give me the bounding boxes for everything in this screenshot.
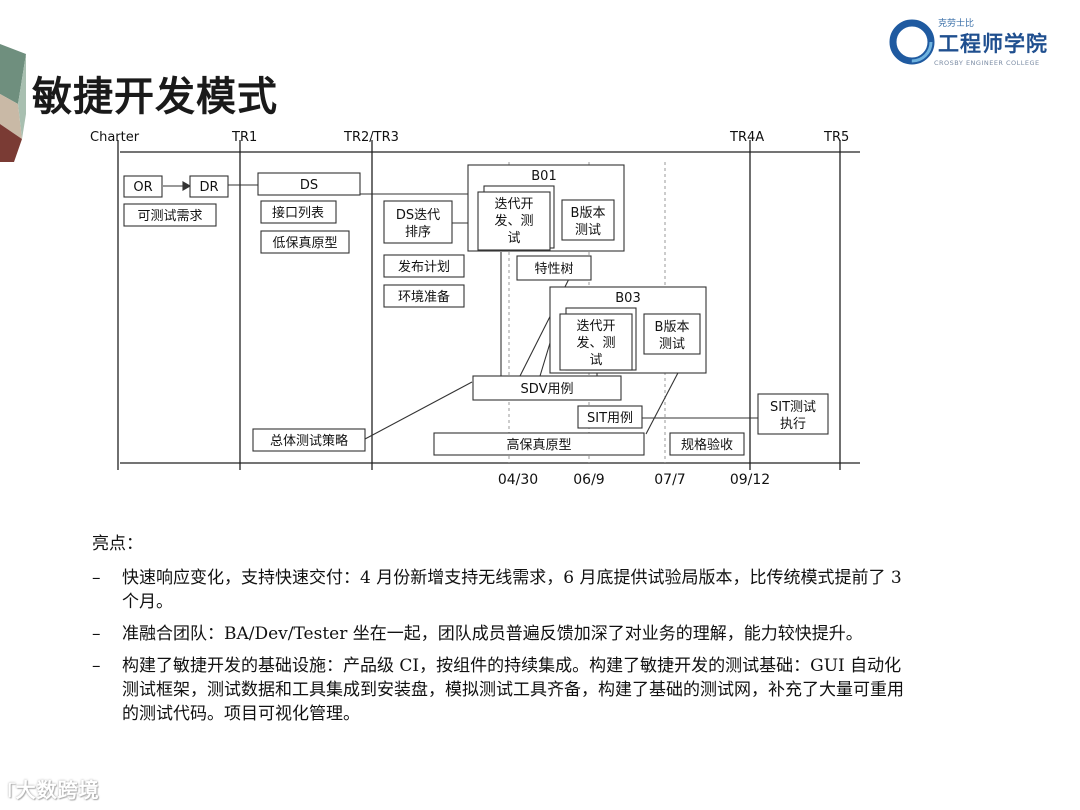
box-sit-cases-label: SIT用例 — [587, 411, 633, 426]
box-or-label: OR — [133, 180, 152, 195]
box-overall-strategy — [252, 428, 366, 452]
connector-spec-accept — [645, 368, 681, 435]
box-low-fi-proto — [260, 230, 350, 254]
box-ds — [257, 172, 361, 196]
box-b03-label: B03 — [615, 291, 640, 306]
box-overall-strategy-label: 总体测试策略 — [270, 433, 348, 449]
logo-name: 工程师学院 — [938, 32, 1048, 56]
box-high-fi-proto-label: 高保真原型 — [506, 437, 571, 453]
list-item: –快速响应变化，支持快速交付：4 月份新增支持无线需求，6 月底提供试验局版本，… — [92, 568, 902, 612]
watermark-text: 大数跨境 — [15, 778, 100, 802]
box-sit-exec-label-2: 执行 — [780, 417, 806, 432]
box-env-prep — [383, 284, 465, 308]
box-b01-iter-label-3: 试 — [507, 231, 520, 246]
box-b03-iter — [559, 313, 633, 371]
logo-icon: ᥬ — [8, 782, 13, 801]
date-label-077: 07/7 — [654, 472, 685, 488]
box-ds-iter-label-1: DS迭代 — [396, 208, 440, 223]
highlights-heading: 亮点： — [92, 534, 143, 554]
box-b01-test — [561, 199, 615, 241]
box-spec-accept-label: 规格验收 — [681, 437, 733, 453]
box-release-plan — [383, 254, 465, 278]
box-b03-test — [643, 313, 701, 355]
box-b01-label: B01 — [531, 169, 556, 184]
box-spec-accept — [669, 432, 745, 456]
agile-timeline-diagram: Charter TR1 TR2/TR3 TR4A TR5 — [90, 130, 860, 488]
box-b01-iter — [477, 191, 551, 251]
date-label-069: 06/9 — [573, 472, 604, 488]
box-b03-iter-label-1: 迭代开 — [576, 319, 615, 334]
connector-strategy-sdv — [364, 381, 473, 440]
box-ds-iter-label-2: 排序 — [405, 225, 431, 240]
box-b03-iter-label-3: 试 — [589, 353, 602, 368]
milestone-label-tr5: TR5 — [823, 130, 849, 145]
highlights-list: –快速响应变化，支持快速交付：4 月份新增支持无线需求，6 月底提供试验局版本，… — [92, 566, 912, 726]
page-title: 敏捷开发模式 — [32, 74, 278, 120]
box-testable-req — [123, 203, 217, 227]
box-b03-iter-label-2: 发、测 — [576, 335, 615, 351]
highlights-section: 亮点： –快速响应变化，支持快速交付：4 月份新增支持无线需求，6 月底提供试验… — [92, 532, 912, 734]
box-or — [123, 175, 163, 198]
box-sit-cases — [577, 405, 643, 429]
box-b01-test-label-2: 测试 — [575, 223, 601, 238]
box-sit-exec-label-1: SIT测试 — [770, 400, 816, 415]
box-dr-label: DR — [199, 180, 218, 195]
milestone-label-tr2-tr3: TR2/TR3 — [343, 130, 399, 145]
logo-tagline: 克劳士比 — [938, 19, 975, 29]
date-label-0912: 09/12 — [730, 472, 770, 488]
milestone-label-tr1: TR1 — [231, 130, 257, 145]
box-sdv-cases — [472, 375, 622, 401]
milestone-label-tr4a: TR4A — [729, 130, 764, 145]
brand-logo: 克劳士比 工程师学院 CROSBY ENGINEER COLLEGE — [888, 12, 1048, 72]
box-interface-list-label: 接口列表 — [272, 205, 324, 221]
connector-b01-test-sdv — [519, 262, 578, 377]
milestone-label-charter: Charter — [90, 130, 140, 145]
box-b01-test-label-1: B版本 — [571, 206, 606, 221]
box-dr — [189, 175, 229, 198]
logo-subtitle: CROSBY ENGINEER COLLEGE — [934, 59, 1040, 67]
box-testable-req-label: 可测试需求 — [137, 209, 202, 224]
box-high-fi-proto — [433, 432, 645, 456]
box-b01-iter-label-1: 迭代开 — [494, 197, 533, 212]
list-item-text: 构建了敏捷开发的基础设施：产品级 CI，按组件的持续集成。构建了敏捷开发的测试基… — [122, 656, 904, 724]
box-b03-test-label-2: 测试 — [659, 337, 685, 352]
box-b03-test-label-1: B版本 — [655, 320, 690, 335]
box-sdv-cases-label: SDV用例 — [521, 382, 574, 397]
list-item: –构建了敏捷开发的基础设施：产品级 CI，按组件的持续集成。构建了敏捷开发的测试… — [92, 656, 904, 724]
arrow-head-or-dr — [182, 181, 192, 191]
list-item: –准融合团队：BA/Dev/Tester 坐在一起，团队成员普遍反馈加深了对业务… — [92, 624, 863, 644]
box-feature-tree-label: 特性树 — [534, 262, 573, 277]
box-low-fi-proto-label: 低保真原型 — [272, 236, 337, 251]
list-item-text: 准融合团队：BA/Dev/Tester 坐在一起，团队成员普遍反馈加深了对业务的… — [122, 624, 863, 644]
box-b01-iter-label-2: 发、测 — [494, 213, 533, 229]
box-env-prep-label: 环境准备 — [398, 289, 450, 305]
box-release-plan-label: 发布计划 — [398, 259, 450, 275]
logo-ring-icon — [889, 19, 935, 65]
box-ds-label: DS — [300, 178, 318, 193]
box-interface-list — [260, 200, 337, 224]
box-sit-exec — [757, 393, 829, 435]
box-ds-iter — [383, 200, 453, 244]
list-item-text: 快速响应变化，支持快速交付：4 月份新增支持无线需求，6 月底提供试验局版本，比… — [122, 568, 902, 612]
box-feature-tree — [516, 255, 592, 281]
corner-decoration — [0, 44, 26, 162]
date-label-0430: 04/30 — [498, 472, 538, 488]
